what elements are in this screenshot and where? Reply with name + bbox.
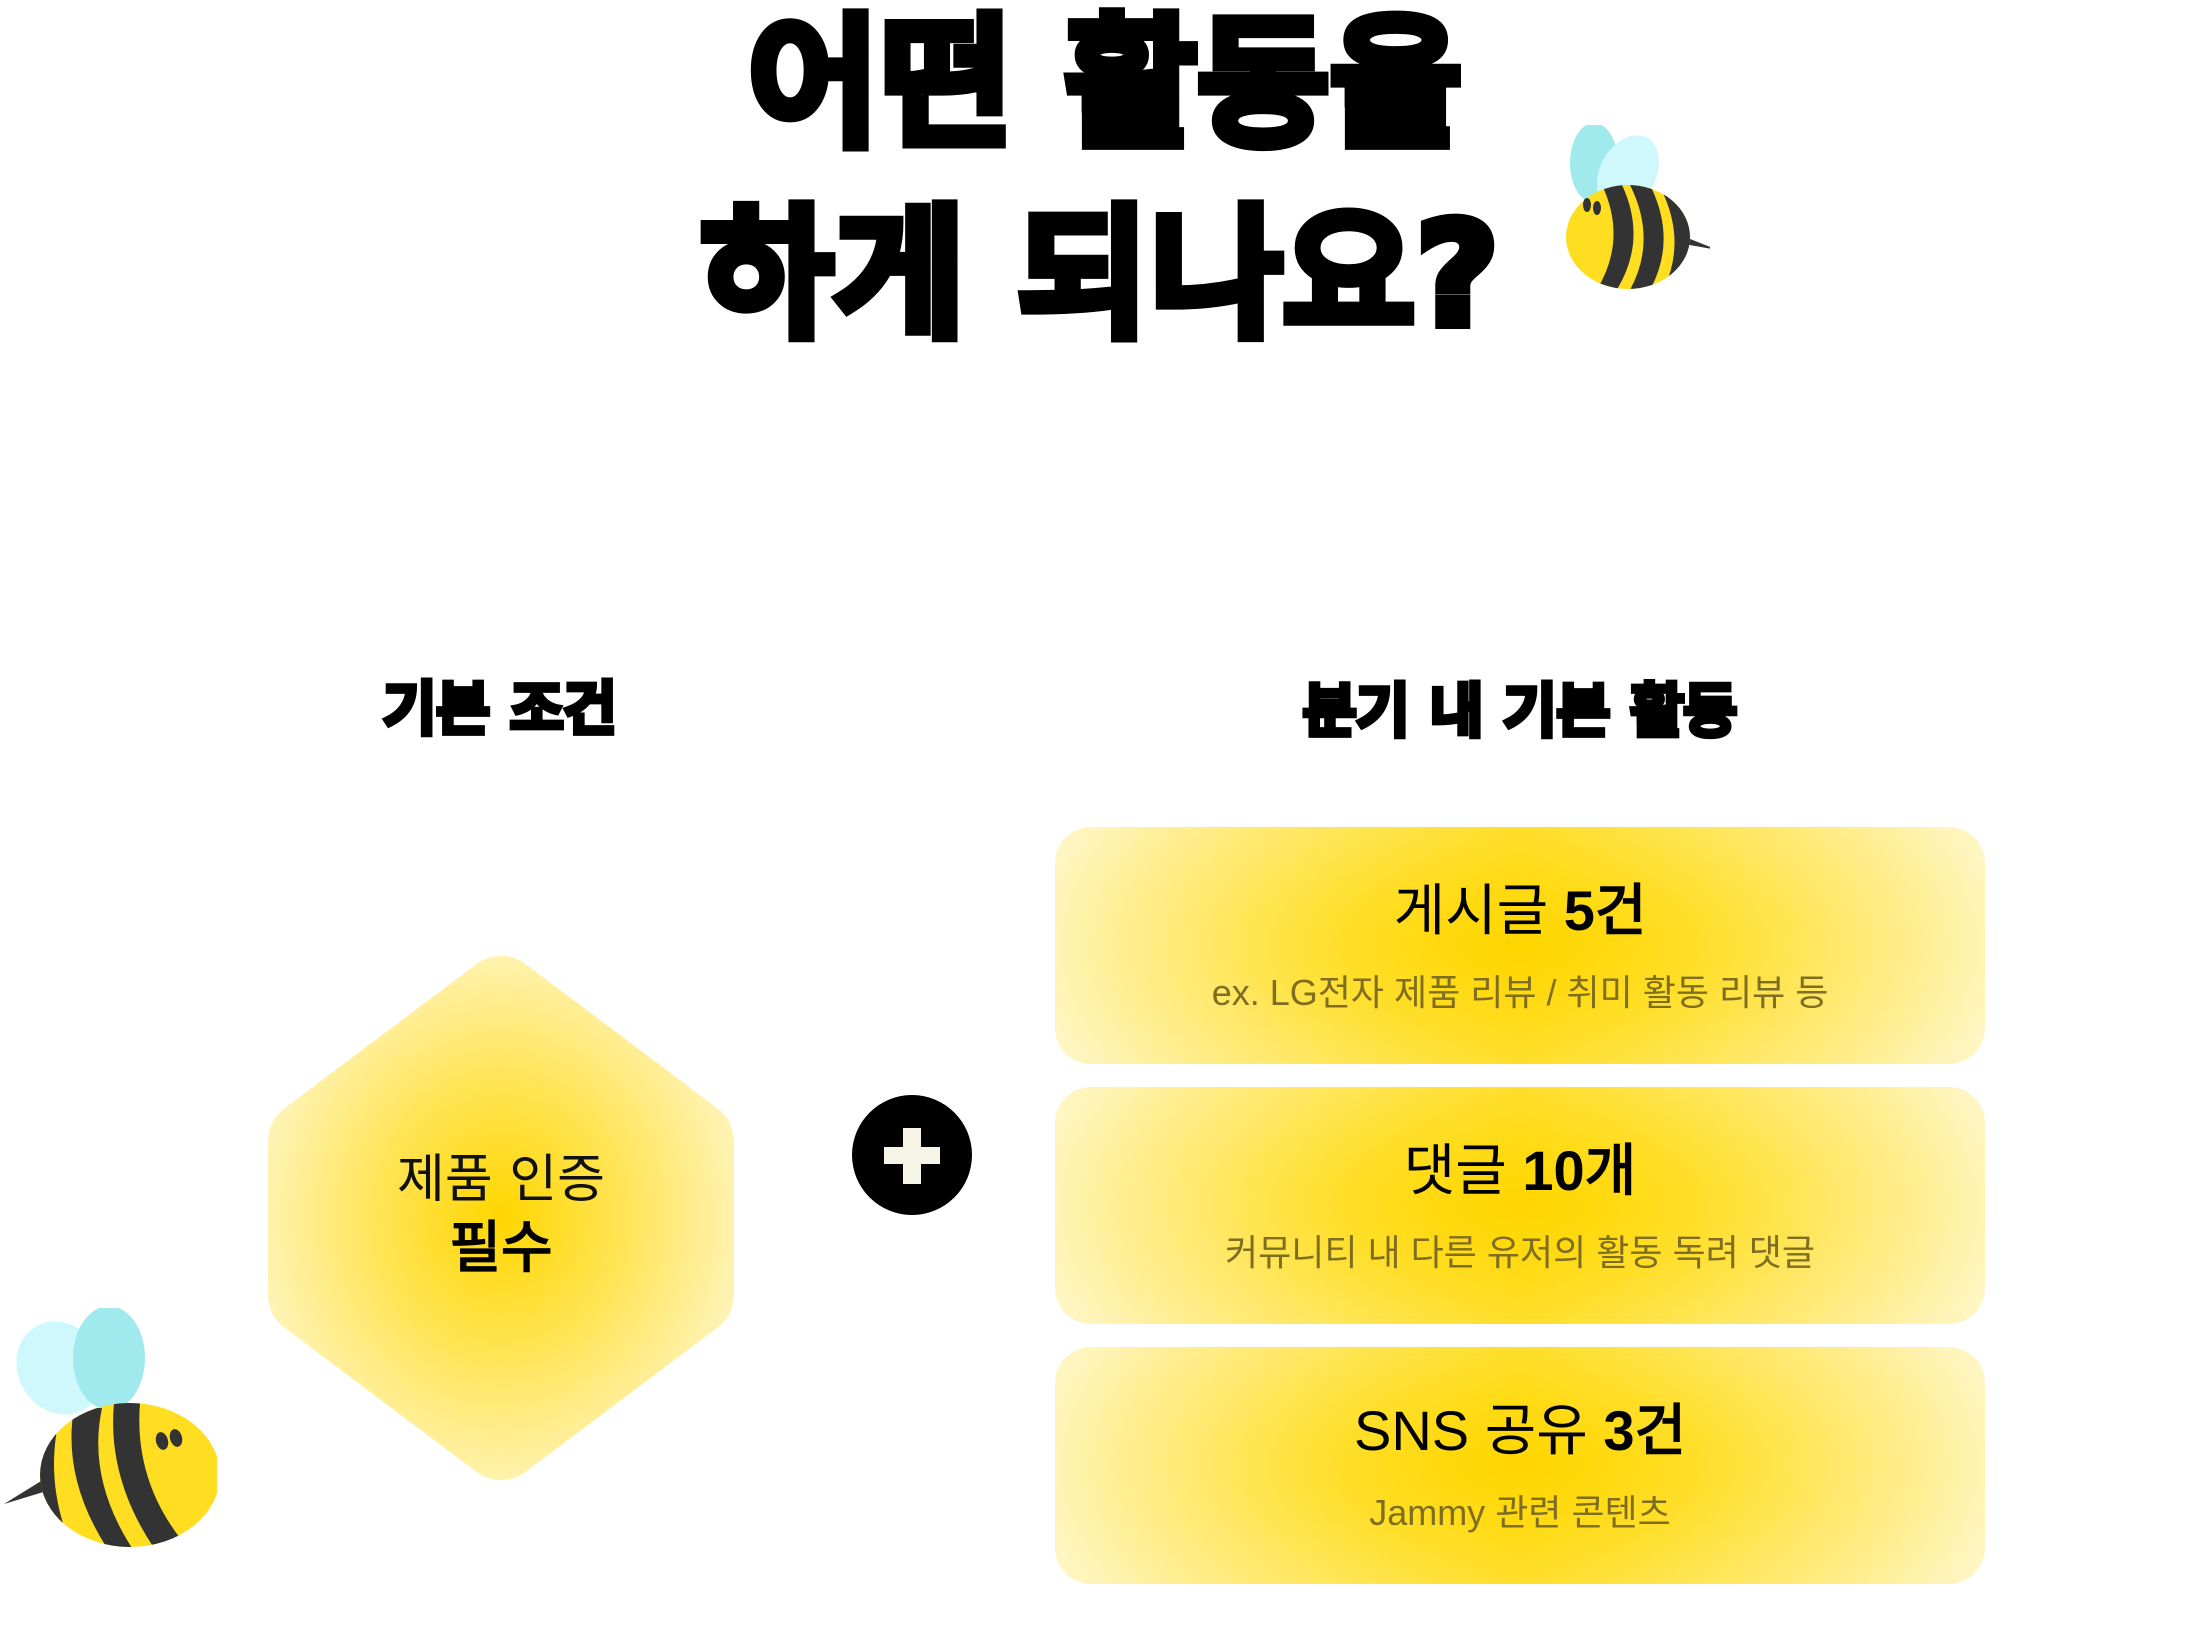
page-title-line1: 어떤 활동을 — [744, 2, 1467, 167]
activity-card-posts: 게시글 5건 ex. LG전자 제품 리뷰 / 취미 활동 리뷰 등 — [1055, 827, 1985, 1064]
section-heading-basic-condition: 기본 조건 — [381, 675, 620, 743]
card-subtitle: 커뮤니티 내 다른 유저의 활동 독려 댓글 — [1225, 1231, 1815, 1273]
card-subtitle: Jammy 관련 콘텐츠 — [1369, 1491, 1671, 1533]
hexagon-product-certification: 제품 인증 필수 — [262, 948, 740, 1488]
bee-icon — [1550, 123, 1718, 295]
page-title-line2: 하게 되나요? — [696, 193, 1503, 358]
hexagon-required-label: 필수 — [449, 1216, 553, 1282]
card-title: 게시글 5건 — [1393, 879, 1647, 943]
card-title: SNS 공유 3건 — [1354, 1399, 1686, 1463]
section-heading-quarterly-activities: 분기 내 기본 활동 — [1300, 677, 1739, 745]
bee-icon — [2, 1306, 220, 1548]
activity-card-sns-share: SNS 공유 3건 Jammy 관련 콘텐츠 — [1055, 1347, 1985, 1584]
hexagon-label: 제품 인증 — [397, 1150, 605, 1210]
activity-card-comments: 댓글 10개 커뮤니티 내 다른 유저의 활동 독려 댓글 — [1055, 1087, 1985, 1324]
card-subtitle: ex. LG전자 제품 리뷰 / 취미 활동 리뷰 등 — [1211, 971, 1829, 1013]
card-title: 댓글 10개 — [1403, 1139, 1637, 1203]
plus-icon — [852, 1095, 972, 1215]
